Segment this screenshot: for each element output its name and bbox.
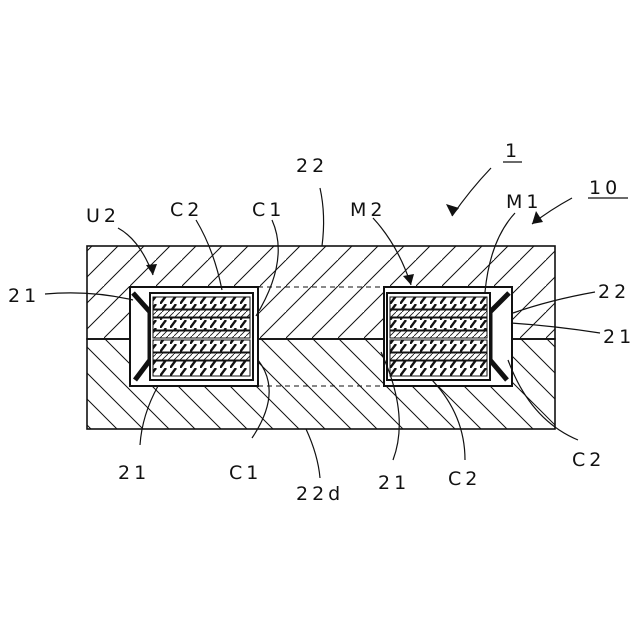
- label-c1-bottom: C1: [229, 462, 262, 484]
- label-21-bottom-mid: 21: [378, 472, 410, 494]
- arrow-1: [446, 204, 459, 216]
- label-21-left: 21: [8, 285, 40, 307]
- label-c2-top: C2: [170, 199, 203, 221]
- label-21-right: 21: [603, 326, 635, 348]
- label-22-top: 22: [296, 155, 328, 177]
- label-10: 10: [589, 177, 621, 199]
- label-22-right: 22: [598, 281, 630, 303]
- label-m1: M1: [506, 191, 542, 213]
- label-21-bottom-left: 21: [118, 462, 150, 484]
- label-22d: 22d: [296, 483, 344, 505]
- right-component-cavity: [384, 287, 512, 386]
- label-u2: U2: [86, 205, 120, 227]
- label-1: 1: [505, 140, 521, 162]
- label-c1-top: C1: [252, 199, 285, 221]
- left-component-cavity: [130, 287, 258, 386]
- label-c2-bottom-mid: C2: [448, 468, 481, 490]
- label-c2-bottom-right: C2: [572, 449, 605, 471]
- label-m2: M2: [350, 199, 386, 221]
